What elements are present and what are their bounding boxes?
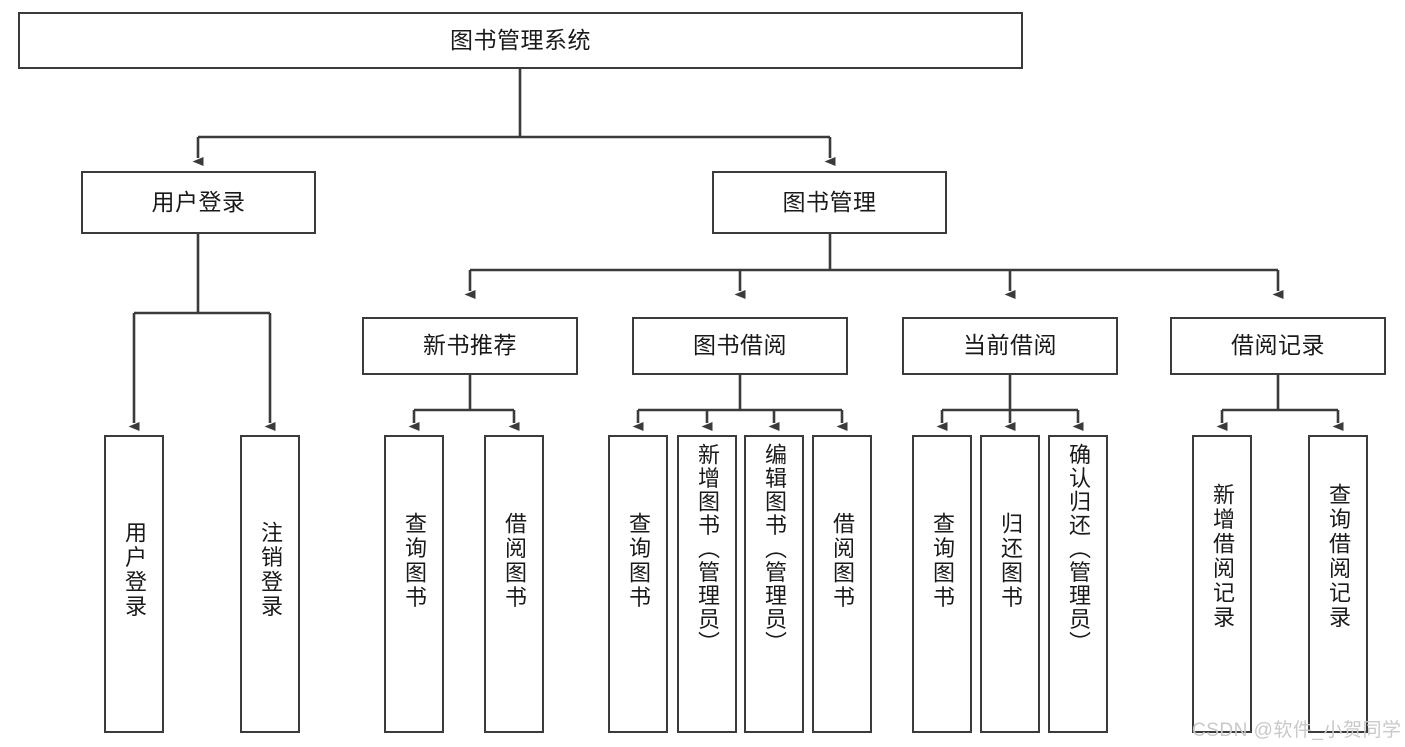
node-user-login[interactable]: 用户登录 xyxy=(81,171,316,234)
node-label: 确认归还（管理员） xyxy=(1066,443,1091,655)
node-current-borrow[interactable]: 当前借阅 xyxy=(902,317,1118,375)
csdn-watermark: CSDN @软件_小贺同学 xyxy=(1192,720,1402,741)
node-root-system[interactable]: 图书管理系统 xyxy=(18,12,1023,69)
node-label: 查询借阅记录 xyxy=(1326,483,1351,630)
node-leaf-query-book-2[interactable]: 查询图书 xyxy=(608,435,668,733)
node-label: 新书推荐 xyxy=(423,332,517,359)
node-leaf-borrow-book-2[interactable]: 借阅图书 xyxy=(812,435,872,733)
node-leaf-return-book[interactable]: 归还图书 xyxy=(980,435,1040,733)
node-label: 当前借阅 xyxy=(963,332,1057,359)
node-book-borrow[interactable]: 图书借阅 xyxy=(632,317,848,375)
node-label: 图书借阅 xyxy=(693,332,787,359)
node-new-book-rec[interactable]: 新书推荐 xyxy=(362,317,578,375)
node-label: 注销登录 xyxy=(258,521,283,619)
node-label: 图书管理系统 xyxy=(450,26,591,53)
node-label: 借阅记录 xyxy=(1231,332,1325,359)
node-label: 查询图书 xyxy=(930,512,955,610)
node-label: 查询图书 xyxy=(402,512,427,610)
node-label: 借阅图书 xyxy=(502,512,527,610)
node-leaf-query-record[interactable]: 查询借阅记录 xyxy=(1308,435,1368,733)
node-label: 新增借阅记录 xyxy=(1210,483,1235,630)
node-label: 图书管理 xyxy=(782,188,877,215)
node-label: 借阅图书 xyxy=(830,512,855,610)
node-leaf-add-record[interactable]: 新增借阅记录 xyxy=(1192,435,1252,733)
node-label: 归还图书 xyxy=(998,512,1023,610)
node-leaf-user-login[interactable]: 用户登录 xyxy=(104,435,164,733)
node-leaf-query-book-1[interactable]: 查询图书 xyxy=(384,435,444,733)
node-leaf-borrow-book-1[interactable]: 借阅图书 xyxy=(484,435,544,733)
node-leaf-query-book-3[interactable]: 查询图书 xyxy=(912,435,972,733)
node-label: 编辑图书（管理员） xyxy=(762,443,787,655)
node-leaf-confirm-return[interactable]: 确认归还（管理员） xyxy=(1048,435,1108,733)
node-label: 用户登录 xyxy=(151,188,246,215)
node-borrow-record[interactable]: 借阅记录 xyxy=(1170,317,1386,375)
node-leaf-add-book[interactable]: 新增图书（管理员） xyxy=(677,435,737,733)
node-label: 用户登录 xyxy=(122,521,147,619)
node-book-manage[interactable]: 图书管理 xyxy=(712,171,947,234)
node-label: 查询图书 xyxy=(626,512,651,610)
node-label: 新增图书（管理员） xyxy=(695,443,720,655)
node-leaf-logout[interactable]: 注销登录 xyxy=(240,435,300,733)
node-leaf-edit-book[interactable]: 编辑图书（管理员） xyxy=(744,435,804,733)
